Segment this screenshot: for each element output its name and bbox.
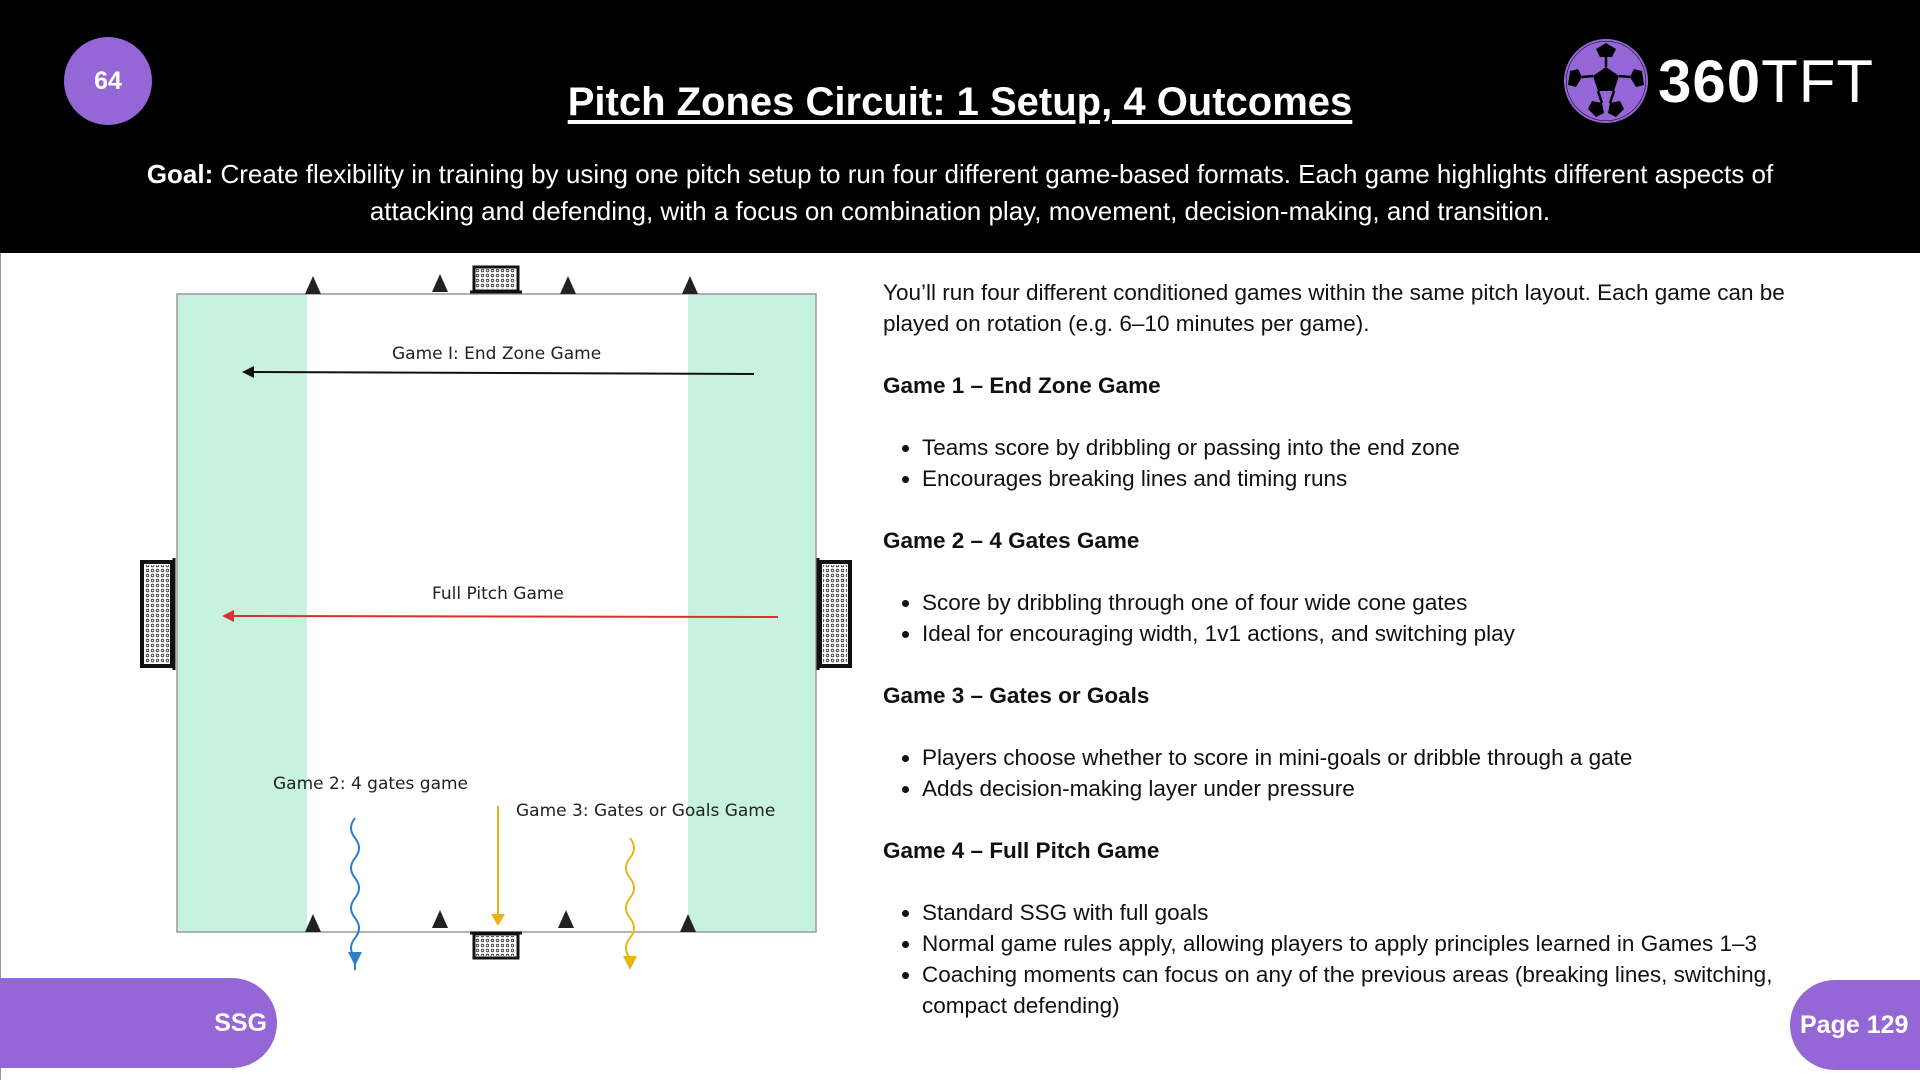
bullet-item: Ideal for encouraging width, 1v1 actions… [922, 618, 1823, 649]
slide-number-badge: 64 [64, 37, 152, 125]
bullet-item: Encourages breaking lines and timing run… [922, 463, 1823, 494]
arrow-full-pitch [229, 615, 779, 618]
goal-label: Goal: [146, 159, 214, 189]
right-end-zone [688, 294, 816, 932]
bullet-list: Players choose whether to score in mini-… [883, 742, 1823, 804]
arrow-game2 [350, 817, 360, 970]
bullet-item: Coaching moments can focus on any of the… [922, 959, 1823, 1021]
label-game3: Game 3: Gates or Goals Game [516, 801, 775, 821]
label-game2: Game 2: 4 gates game [273, 774, 468, 794]
game-title: Game 1 – End Zone Game [883, 373, 1161, 398]
arrow-head-game3-straight [491, 914, 505, 926]
bullet-item: Standard SSG with full goals [922, 897, 1823, 928]
category-tab: SSG [0, 978, 277, 1068]
arrow-head-game3-wavy [623, 956, 637, 970]
arrow-head-game1 [242, 366, 254, 378]
bullet-list: Teams score by dribbling or passing into… [883, 432, 1823, 494]
bullet-item: Score by dribbling through one of four w… [922, 587, 1823, 618]
arrow-head-game2 [348, 952, 362, 966]
bottom-mini-goal [470, 931, 522, 960]
intro-text: You’ll run four different conditioned ga… [883, 280, 1785, 336]
brand-logo: 360TFT [1562, 36, 1874, 126]
right-full-goal [816, 558, 852, 670]
game-title: Game 3 – Gates or Goals [883, 683, 1150, 708]
game-title: Game 2 – 4 Gates Game [883, 528, 1140, 553]
bullet-item: Teams score by dribbling or passing into… [922, 432, 1823, 463]
left-end-zone [177, 294, 307, 932]
bullet-item: Normal game rules apply, allowing player… [922, 928, 1823, 959]
cone [682, 276, 698, 294]
page-number-tab: Page 129 [1790, 980, 1920, 1070]
cone [558, 910, 574, 928]
goal-text: Create flexibility in training by using … [213, 159, 1774, 226]
logo-wordmark: 360TFT [1658, 47, 1875, 115]
page-title: Pitch Zones Circuit: 1 Setup, 4 Outcomes [567, 80, 1353, 124]
bullet-item: Adds decision-making layer under pressur… [922, 773, 1823, 804]
arrow-head-full-pitch [222, 610, 234, 622]
cone [305, 914, 321, 932]
cone [432, 910, 448, 928]
cone [305, 276, 321, 294]
label-full-pitch: Full Pitch Game [432, 584, 564, 604]
bullet-list: Score by dribbling through one of four w… [883, 587, 1823, 649]
page-edge-line [0, 253, 1, 1080]
cone [680, 914, 696, 932]
game-title: Game 4 – Full Pitch Game [883, 838, 1160, 863]
cone [560, 276, 576, 294]
pitch-diagram: Game I: End Zone Game Full Pitch Game Ga… [140, 265, 852, 970]
bullet-item: Players choose whether to score in mini-… [922, 742, 1823, 773]
arrow-game1 [249, 371, 755, 375]
bullet-list: Standard SSG with full goals Normal game… [883, 897, 1823, 1021]
arrow-game3-wavy [625, 837, 635, 968]
top-mini-goal [470, 265, 522, 294]
goal-statement: Goal: Create flexibility in training by … [110, 156, 1810, 230]
soccer-ball-icon [1563, 38, 1649, 124]
left-full-goal [140, 558, 176, 670]
cone [432, 274, 448, 292]
game-descriptions: You’ll run four different conditioned ga… [883, 277, 1823, 1052]
label-game1: Game I: End Zone Game [392, 344, 601, 364]
